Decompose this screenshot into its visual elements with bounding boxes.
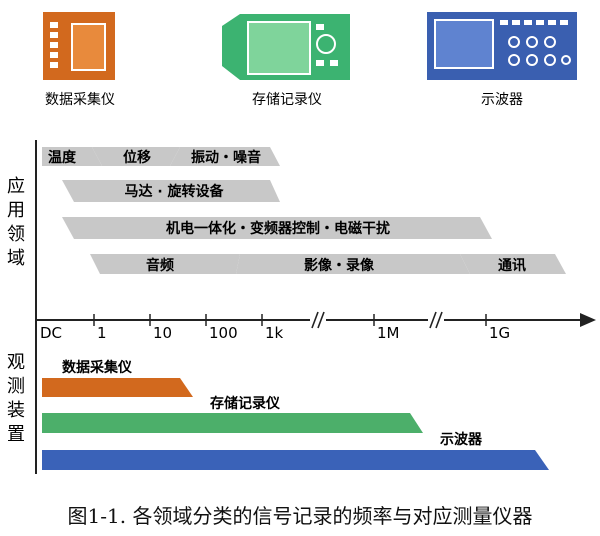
tick-label-1k: 1k <box>265 324 284 342</box>
section-application-char-4: 域 <box>7 248 25 269</box>
equipment-bar-data-logger <box>42 378 193 397</box>
memory-recorder-caption: 存储记录仪 <box>252 92 322 108</box>
section-application-char-3: 领 <box>7 224 25 245</box>
app-bar-vibration <box>170 147 280 166</box>
data-logger-caption: 数据采集仪 <box>45 91 115 108</box>
oscilloscope-caption: 示波器 <box>481 92 523 108</box>
app-bar-video <box>236 254 470 274</box>
section-equipment-char-4: 置 <box>7 424 25 445</box>
application-bars <box>42 147 566 274</box>
tick-label-1g: 1G <box>489 324 510 342</box>
tick-label-100: 100 <box>209 324 238 342</box>
equipment-label-memory-recorder: 存储记录仪 <box>210 395 281 412</box>
app-bar-mechatronics <box>62 217 492 239</box>
section-equipment-char-1: 观 <box>7 352 25 373</box>
app-label-motor: 马达 · 旋转设备 <box>124 183 224 200</box>
equipment-label-data-logger: 数据采集仪 <box>62 359 133 376</box>
oscilloscope-icon <box>427 12 577 80</box>
app-label-vibration: 振动・噪音 <box>191 149 261 166</box>
section-equipment-char-2: 测 <box>7 376 25 397</box>
app-label-video: 影像・录像 <box>304 257 375 274</box>
tick-label-dc: DC <box>40 324 62 342</box>
app-bar-communication <box>460 254 566 274</box>
section-application-char-2: 用 <box>7 200 25 221</box>
tick-label-10: 10 <box>153 324 172 342</box>
app-label-communication: 通讯 <box>498 258 526 274</box>
frequency-axis <box>36 311 596 329</box>
equipment-bar-memory-recorder <box>42 413 423 433</box>
app-label-temperature: 温度 <box>48 149 77 166</box>
axis-break-icon <box>311 311 325 329</box>
app-label-mechatronics: 机电一体化・变频器控制・电磁干扰 <box>166 220 390 237</box>
data-logger-icon <box>43 12 115 80</box>
memory-recorder-icon <box>222 14 350 80</box>
equipment-label-oscilloscope: 示波器 <box>440 431 483 448</box>
axis-arrow-icon <box>580 313 596 327</box>
app-bar-displacement <box>92 147 180 166</box>
tick-label-1m: 1M <box>377 324 400 342</box>
equipment-bar-oscilloscope <box>42 450 549 470</box>
tick-label-1: 1 <box>97 324 107 342</box>
app-label-audio: 音频 <box>146 257 174 274</box>
app-bar-motor <box>62 180 280 202</box>
axis-break-icon <box>429 311 443 329</box>
app-label-displacement: 位移 <box>123 149 151 166</box>
section-application-char-1: 应 <box>7 176 25 197</box>
app-bar-audio <box>90 254 240 274</box>
figure-caption: 图1-1. 各领域分类的信号记录的频率与对应测量仪器 <box>67 504 533 528</box>
section-equipment-char-3: 装 <box>7 400 25 421</box>
app-bar-temperature <box>42 147 102 166</box>
